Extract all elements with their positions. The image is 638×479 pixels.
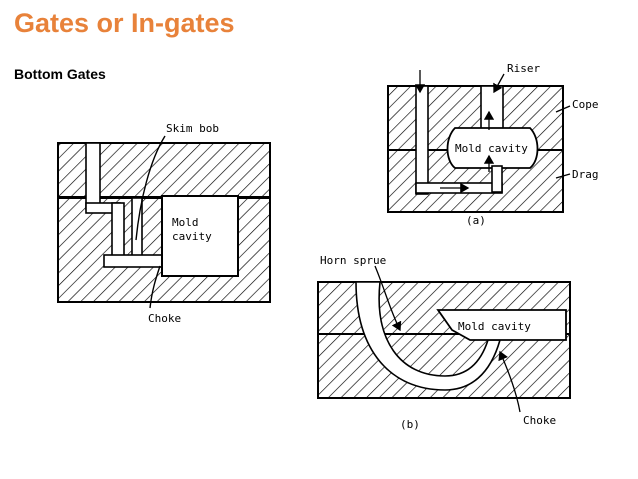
- label-left-choke: Choke: [148, 312, 181, 325]
- label-cope: Cope: [572, 98, 599, 111]
- left-gate-diagram: Skim bob Mold cavity Choke: [57, 122, 271, 325]
- label-cavity: cavity: [172, 230, 212, 243]
- a-mold-cavity: [446, 127, 539, 169]
- left-down-channel: [111, 202, 125, 264]
- label-b-mold-cavity: Mold cavity: [458, 320, 531, 333]
- a-drag-leader: [555, 173, 571, 179]
- label-horn-sprue: Horn sprue: [320, 254, 386, 267]
- a-riser-leader: [493, 73, 505, 94]
- a-riser-channel: [480, 85, 504, 135]
- label-mold: Mold: [172, 216, 199, 229]
- label-a-mold-cavity: Mold cavity: [455, 142, 528, 155]
- b-mold-cavity: [436, 309, 567, 341]
- label-b-choke: Choke: [523, 414, 556, 427]
- a-sprue: [415, 85, 429, 195]
- caption-a: (a): [466, 214, 486, 227]
- label-skim-bob: Skim bob: [166, 122, 219, 135]
- left-bottom-runner: [103, 254, 165, 268]
- left-sprue: [85, 142, 101, 210]
- left-choke-leader: [149, 265, 161, 309]
- a-gate-up: [491, 165, 503, 193]
- slide-title: Gates or In-gates: [14, 8, 235, 38]
- figure-b-diagram: Horn sprue Mold cavity Choke (b): [317, 254, 571, 431]
- label-riser: Riser: [507, 62, 540, 75]
- caption-b: (b): [400, 418, 420, 431]
- slide-subtitle: Bottom Gates: [14, 66, 106, 82]
- horn-sprue-leader: [374, 265, 402, 332]
- b-choke-leader: [498, 350, 521, 413]
- label-drag: Drag: [572, 168, 599, 181]
- skim-bob-leader: [135, 135, 166, 241]
- left-mold-cavity: [161, 195, 239, 277]
- a-cope-leader: [555, 105, 571, 113]
- figure-a-diagram: Riser Cope Mold cavity Drag (a): [387, 62, 599, 227]
